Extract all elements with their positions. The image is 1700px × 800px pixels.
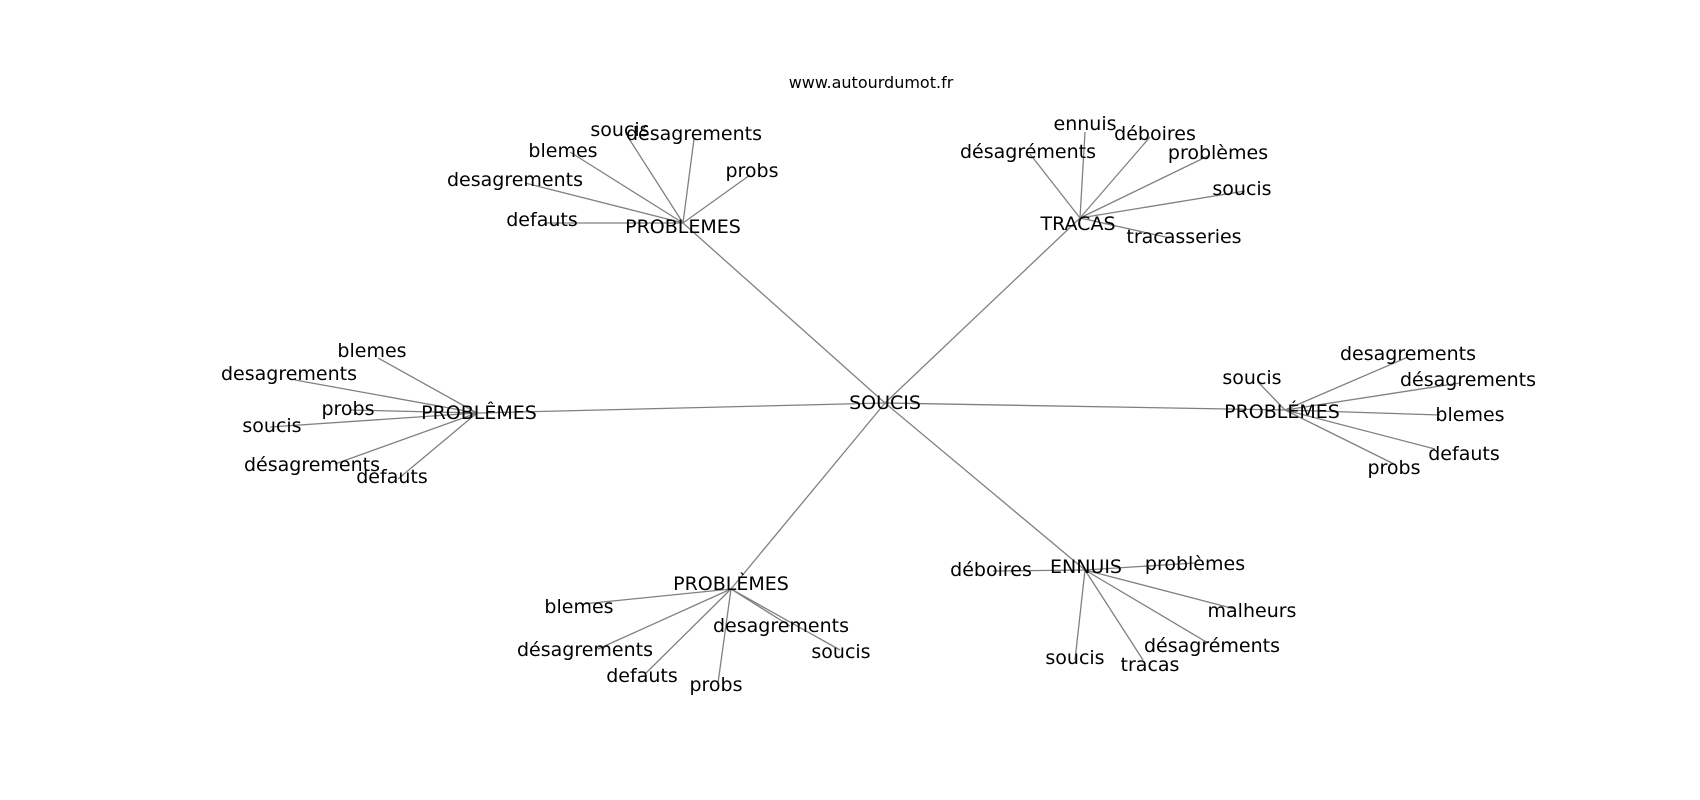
edge-hub-to-leaf (682, 174, 751, 224)
edge-center-to-hub (884, 402, 1086, 571)
edge-hub-to-leaf (1079, 131, 1086, 219)
edge-hub-to-leaf (1284, 382, 1461, 411)
edge-hub-to-leaf (1284, 356, 1409, 411)
edge-hub-to-leaf (349, 409, 478, 414)
leaf-node-label: soucis (811, 641, 870, 663)
leaf-node-label: malheurs (1208, 600, 1297, 622)
leaf-node-label: probs (321, 398, 374, 420)
leaf-node-label: probs (725, 160, 778, 182)
leaf-node-label: probs (689, 674, 742, 696)
leaf-node-label: defauts (606, 665, 677, 687)
edge-hub-to-leaf (1074, 569, 1086, 661)
leaf-node-label: soucis (590, 119, 649, 141)
leaf-node-label: désagrements (244, 454, 380, 476)
edge-hub-to-leaf (730, 588, 841, 651)
edge-hub-to-leaf (1084, 569, 1236, 610)
leaf-node-label: désagrements (1400, 369, 1536, 391)
leaf-node-label: problèmes (1168, 142, 1268, 164)
leaf-node-label: désagréments (1144, 635, 1280, 657)
edge-hub-to-leaf (992, 569, 1086, 572)
leaf-node-label: desagrements (221, 363, 357, 385)
leaf-node-label: blemes (544, 596, 613, 618)
leaf-node-label: desagrements (713, 615, 849, 637)
edge-hub-to-leaf (582, 588, 732, 605)
edge-hub-to-leaf (1084, 569, 1144, 661)
leaf-node-label: probs (1367, 457, 1420, 479)
leaf-node-label: defauts (356, 466, 427, 488)
leaf-node-label: soucis (242, 415, 301, 437)
edge-hub-to-leaf (294, 379, 478, 414)
leaf-node-label: tracas (1121, 654, 1180, 676)
hub-node-label: PROBLEMES (625, 216, 741, 238)
leaf-node-label: soucis (1212, 178, 1271, 200)
center-node-label: SOUCIS (849, 392, 921, 414)
leaf-node-label: blemes (337, 340, 406, 362)
hub-node-label: PROBLÉMES (1224, 400, 1340, 423)
edge-hub-to-leaf (1284, 409, 1441, 416)
edge-hub-to-leaf (717, 588, 732, 684)
leaf-node-label: blemes (528, 140, 597, 162)
hub-node-label: PROBLÊMES (421, 401, 537, 424)
edge-hub-to-leaf (1079, 190, 1246, 219)
leaf-node-label: soucis (1045, 647, 1104, 669)
leaf-node-label: ennuis (1054, 113, 1117, 135)
edge-hub-to-leaf (1284, 409, 1436, 450)
site-label: www.autourdumot.fr (789, 73, 954, 92)
hub-node-label: TRACAS (1039, 213, 1115, 235)
edge-hub-to-leaf (334, 412, 478, 465)
leaf-node-label: desagrements (1340, 343, 1476, 365)
edge-layer (269, 131, 1461, 684)
hub-node-label: ENNUIS (1050, 556, 1122, 578)
leaf-node-label: defauts (506, 209, 577, 231)
edge-hub-to-leaf (597, 588, 732, 650)
edge-hub-to-leaf (269, 412, 478, 428)
edge-hub-to-leaf (1079, 136, 1151, 219)
edge-center-to-hub (884, 217, 1081, 404)
leaf-node-label: defauts (1428, 443, 1499, 465)
edge-hub-to-leaf (682, 138, 695, 224)
leaf-node-label: déboires (1114, 123, 1196, 145)
edge-hub-to-leaf (397, 412, 478, 480)
edge-hub-to-leaf (1084, 562, 1196, 571)
edge-hub-to-leaf (1079, 154, 1211, 219)
hub-node-label: PROBLÈMES (673, 572, 789, 595)
edge-hub-to-leaf (377, 357, 478, 414)
edge-hub-to-leaf (1284, 409, 1395, 465)
leaf-node-label: desagrements (447, 169, 583, 191)
leaf-node-label: déboires (950, 559, 1032, 581)
leaf-node-label: blemes (1435, 404, 1504, 426)
leaf-node-label: désagrements (517, 639, 653, 661)
edge-center-to-hub (476, 402, 886, 414)
node-layer: SOUCISPROBLEMESsoucisdésagrementsblemesd… (221, 113, 1536, 696)
leaf-node-label: désagrements (626, 123, 762, 145)
edge-hub-to-leaf (569, 151, 684, 224)
edge-hub-to-leaf (625, 133, 684, 224)
edge-hub-to-leaf (1079, 217, 1171, 239)
edge-hub-to-leaf (644, 588, 732, 675)
leaf-node-label: désagréments (960, 141, 1096, 163)
leaf-node-label: tracasseries (1126, 226, 1241, 248)
edge-hub-to-leaf (524, 182, 684, 224)
edge-center-to-hub (884, 402, 1286, 411)
edge-hub-to-leaf (1257, 381, 1286, 411)
leaf-node-label: problèmes (1145, 553, 1245, 575)
edge-hub-to-leaf (1029, 153, 1081, 219)
leaf-node-label: soucis (1222, 367, 1281, 389)
edge-center-to-hub (682, 222, 886, 404)
edge-center-to-hub (730, 402, 886, 590)
edge-hub-to-leaf (1084, 569, 1209, 644)
